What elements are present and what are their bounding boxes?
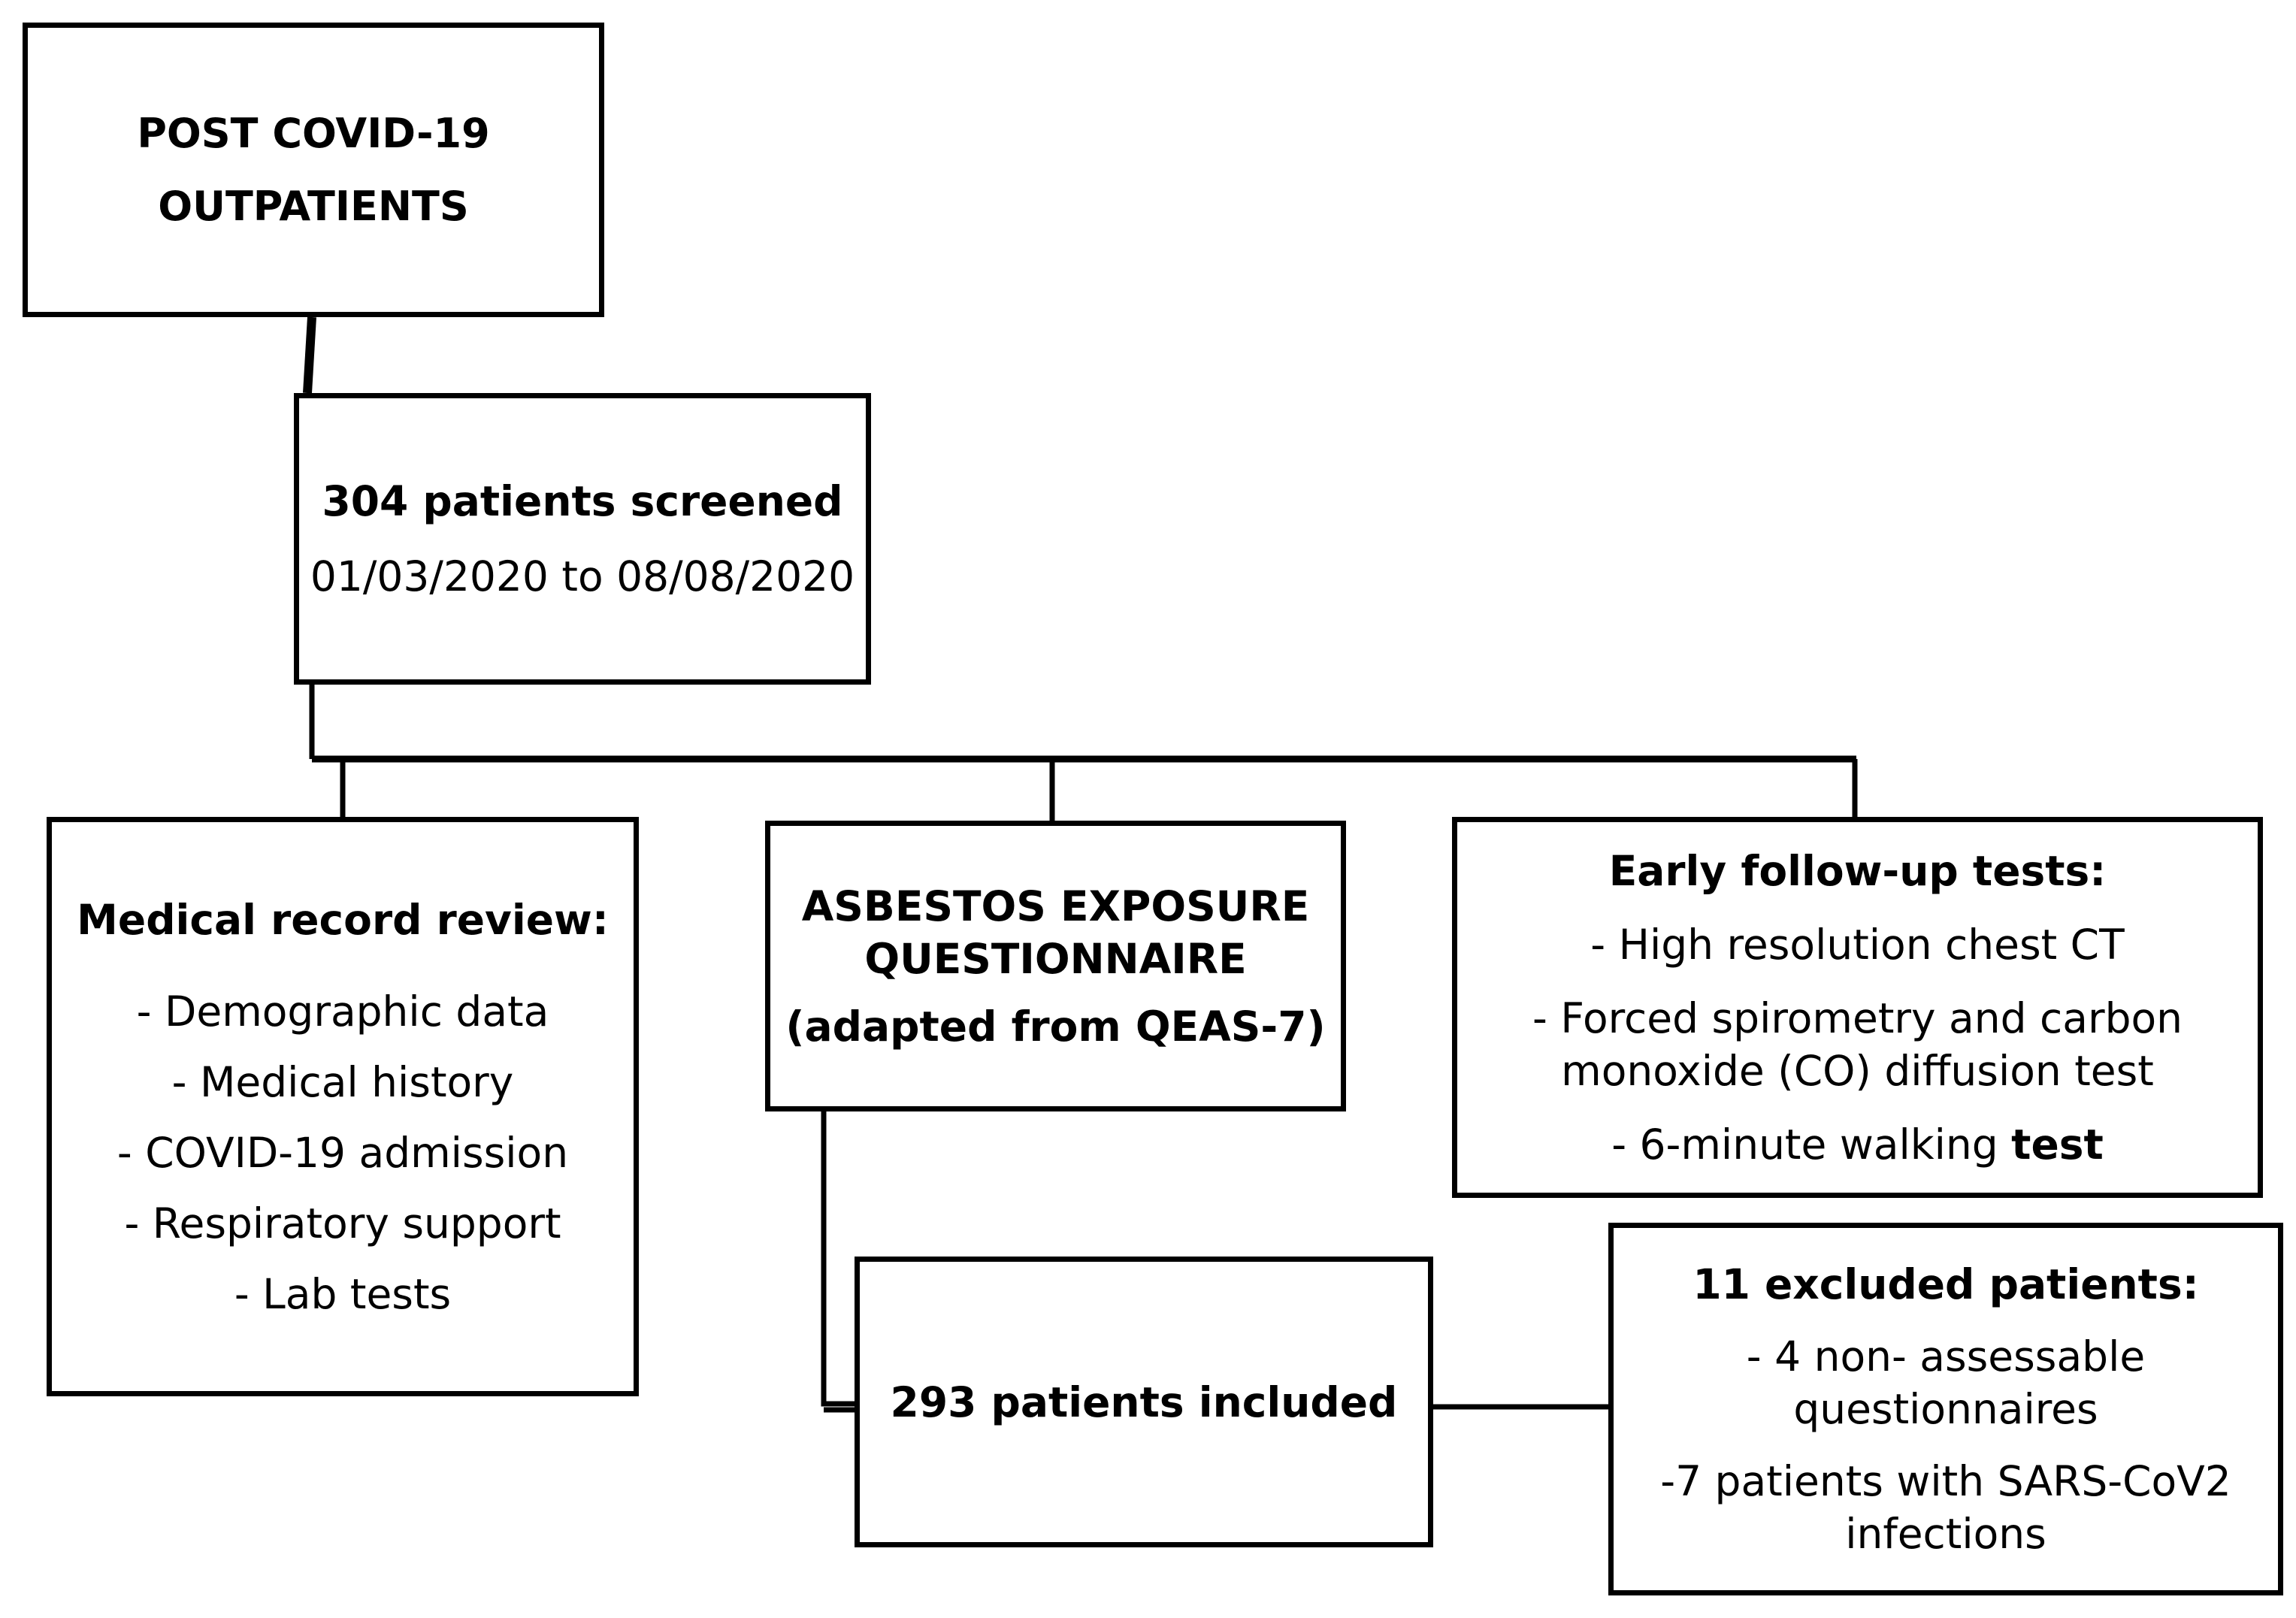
asbestos-line1: ASBESTOS EXPOSURE <box>801 882 1310 930</box>
excluded-heading: 11 excluded patients: <box>1693 1260 2199 1308</box>
medical-review-item: - Lab tests <box>234 1269 452 1318</box>
box-excluded-patients: 11 excluded patients: - 4 non- assessabl… <box>1608 1223 2283 1595</box>
followup-item-spirometry-line2: monoxide (CO) diffusion test <box>1561 1046 2154 1095</box>
medical-review-item: - COVID-19 admission <box>116 1128 569 1177</box>
outpatients-line2: OUTPATIENTS <box>158 183 469 230</box>
included-title: 293 patients included <box>890 1378 1398 1426</box>
medical-review-item: - Demographic data <box>136 987 549 1036</box>
box-early-follow-up-tests: Early follow-up tests: - High resolution… <box>1452 817 2263 1198</box>
excluded-item-infections-line1: -7 patients with SARS-CoV2 <box>1660 1457 2231 1505</box>
asbestos-line2: QUESTIONNAIRE <box>864 934 1247 983</box>
followup-walking-text: - 6-minute walking <box>1611 1120 2012 1169</box>
box-patients-included: 293 patients included <box>855 1257 1433 1547</box>
box-patients-screened: 304 patients screened 01/03/2020 to 08/0… <box>294 393 871 685</box>
excluded-item-infections-line2: infections <box>1845 1510 2046 1558</box>
asbestos-line3: (adapted from QEAS-7) <box>785 1002 1326 1051</box>
box-asbestos-questionnaire: ASBESTOS EXPOSURE QUESTIONNAIRE (adapted… <box>765 821 1346 1111</box>
excluded-item-questionnaires-line2: questionnaires <box>1793 1385 2098 1433</box>
screened-dates: 01/03/2020 to 08/08/2020 <box>310 552 855 600</box>
screened-title: 304 patients screened <box>322 477 843 525</box>
medical-review-item: - Medical history <box>171 1057 514 1106</box>
medical-review-heading: Medical record review: <box>77 895 609 944</box>
medical-review-item: - Respiratory support <box>124 1199 561 1248</box>
excluded-item-questionnaires-line1: - 4 non- assessable <box>1746 1332 2146 1381</box>
connector-outpatients-to-screened <box>303 316 316 394</box>
followup-item-spirometry-line1: - Forced spirometry and carbon <box>1532 993 2183 1042</box>
connector-asbestos-to-included <box>821 1111 855 1407</box>
followup-walking-bold: test <box>2011 1120 2104 1169</box>
box-medical-record-review: Medical record review: - Demographic dat… <box>47 817 639 1396</box>
outpatients-line1: POST COVID-19 <box>137 109 490 157</box>
followup-item-walking-test: - 6-minute walking test <box>1611 1120 2104 1169</box>
box-post-covid-outpatients: POST COVID-19 OUTPATIENTS <box>23 23 604 317</box>
followup-heading: Early follow-up tests: <box>1608 846 2107 895</box>
followup-item-chest-ct: - High resolution chest CT <box>1590 920 2125 969</box>
